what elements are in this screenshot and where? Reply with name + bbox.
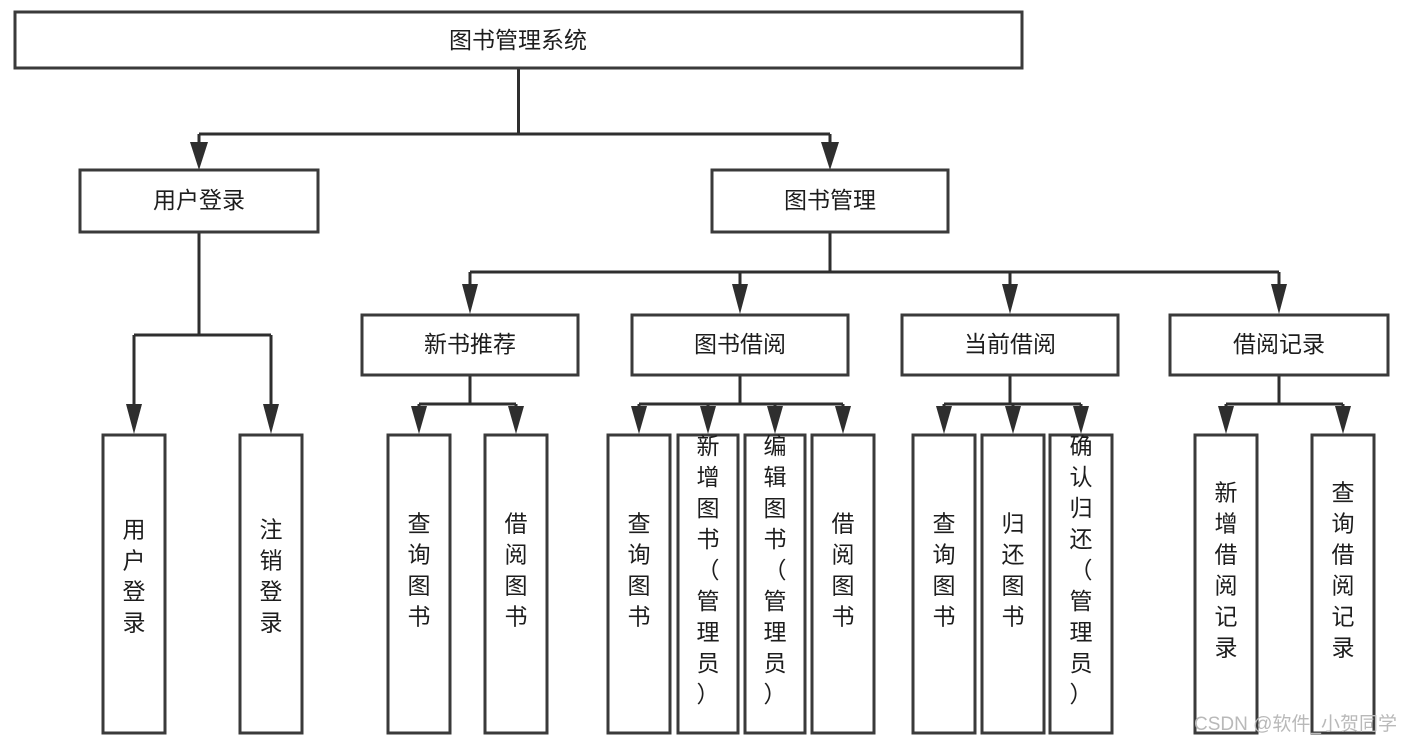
node-leaf-borrow-book-2-label: 借阅图书 [832, 511, 855, 630]
node-leaf-logout-box[interactable] [238, 433, 304, 735]
arrowhead-current-borrow [1002, 284, 1018, 314]
leaf-nodes-layer: 用户登录 注销登录 查询图书 借阅图书 查询图书 新增图书（管理员） 编辑图书（… [101, 433, 1376, 735]
node-leaf-confirm-return-box[interactable] [1048, 433, 1114, 735]
arrowhead-leaf-query-book-2 [631, 406, 647, 434]
arrowhead-leaf-add-book [700, 406, 716, 434]
node-leaf-query-book-1-label: 查询图书 [408, 511, 431, 630]
node-leaf-return-book-label: 归还图书 [1002, 511, 1025, 630]
node-leaf-logout-label: 注销登录 [260, 517, 283, 636]
arrowhead-leaf-borrow-book-1 [508, 406, 524, 434]
node-leaf-borrow-book-1-box[interactable] [483, 433, 549, 735]
node-leaf-edit-book-label: 编辑图书（管理员） [764, 433, 787, 707]
node-leaf-user-login[interactable]: 用户登录 [101, 433, 167, 735]
node-leaf-borrow-book-2[interactable]: 借阅图书 [810, 433, 876, 735]
node-leaf-borrow-book-2-box[interactable] [810, 433, 876, 735]
node-leaf-user-login-box[interactable] [101, 433, 167, 735]
node-leaf-query-book-3-box[interactable] [911, 433, 977, 735]
node-leaf-return-book-box[interactable] [980, 433, 1046, 735]
node-leaf-query-book-2[interactable]: 查询图书 [606, 433, 672, 735]
node-borrow-record-box[interactable] [1168, 313, 1390, 377]
node-leaf-query-book-2-box[interactable] [606, 433, 672, 735]
node-leaf-add-record-box[interactable] [1193, 433, 1259, 735]
node-leaf-add-book-label: 新增图书（管理员） [697, 433, 720, 707]
node-root[interactable]: 图书管理系统 [13, 10, 1024, 70]
node-leaf-query-record-box[interactable] [1310, 433, 1376, 735]
node-new-book-recommend[interactable]: 新书推荐 [360, 313, 580, 377]
node-leaf-confirm-return[interactable]: 确认归还（管理员） [1048, 433, 1114, 735]
arrowhead-leaf-borrow-book-2 [835, 406, 851, 434]
arrowhead-leaf-confirm-return [1073, 406, 1089, 434]
arrowhead-leaf-query-book-1 [411, 406, 427, 434]
node-leaf-borrow-book-1[interactable]: 借阅图书 [483, 433, 549, 735]
node-book-borrow-box[interactable] [630, 313, 850, 377]
node-user-login-label: 用户登录 [153, 187, 245, 213]
node-borrow-record[interactable]: 借阅记录 [1168, 313, 1390, 377]
node-book-management-box[interactable] [710, 168, 950, 234]
node-leaf-query-book-3-label: 查询图书 [933, 511, 956, 630]
node-book-borrow[interactable]: 图书借阅 [630, 313, 850, 377]
node-leaf-return-book[interactable]: 归还图书 [980, 433, 1046, 735]
node-leaf-edit-book[interactable]: 编辑图书（管理员） [743, 433, 807, 735]
node-leaf-add-record[interactable]: 新增借阅记录 [1193, 433, 1259, 735]
arrowhead-new-book-recommend [462, 284, 478, 314]
node-leaf-query-book-2-label: 查询图书 [628, 511, 651, 630]
arrowhead-book-borrow [732, 284, 748, 314]
node-book-management[interactable]: 图书管理 [710, 168, 950, 234]
node-leaf-logout[interactable]: 注销登录 [238, 433, 304, 735]
arrowhead-leaf-return-book [1005, 406, 1021, 434]
node-new-book-recommend-label: 新书推荐 [424, 331, 516, 357]
node-leaf-add-book[interactable]: 新增图书（管理员） [676, 433, 740, 735]
node-leaf-add-book-box[interactable] [676, 433, 740, 735]
arrowhead-leaf-edit-book [767, 406, 783, 434]
node-leaf-query-book-1-box[interactable] [386, 433, 452, 735]
node-user-login-box[interactable] [78, 168, 320, 234]
arrowhead-leaf-add-record [1218, 406, 1234, 434]
node-book-management-label: 图书管理 [784, 187, 876, 213]
node-leaf-query-record-label: 查询借阅记录 [1332, 480, 1355, 661]
node-borrow-record-label: 借阅记录 [1233, 331, 1325, 357]
connector-layer [126, 68, 1351, 434]
arrowhead-book-management [821, 142, 839, 170]
node-root-box[interactable] [13, 10, 1024, 70]
arrowhead-leaf-user-login [126, 404, 142, 434]
node-leaf-query-record[interactable]: 查询借阅记录 [1310, 433, 1376, 735]
watermark-text: CSDN @软件_小贺同学 [1194, 713, 1397, 735]
arrowhead-leaf-query-record [1335, 406, 1351, 434]
node-leaf-query-book-1[interactable]: 查询图书 [386, 433, 452, 735]
node-current-borrow-label: 当前借阅 [964, 331, 1056, 357]
node-root-label: 图书管理系统 [449, 27, 587, 53]
arrowhead-leaf-query-book-3 [936, 406, 952, 434]
arrowhead-user-login [190, 142, 208, 170]
node-leaf-borrow-book-1-label: 借阅图书 [505, 511, 528, 630]
node-user-login[interactable]: 用户登录 [78, 168, 320, 234]
node-leaf-user-login-label: 用户登录 [123, 517, 146, 636]
arrowhead-leaf-logout [263, 404, 279, 434]
node-new-book-recommend-box[interactable] [360, 313, 580, 377]
node-leaf-add-record-label: 新增借阅记录 [1215, 480, 1238, 661]
node-leaf-query-book-3[interactable]: 查询图书 [911, 433, 977, 735]
node-current-borrow-box[interactable] [900, 313, 1120, 377]
arrowhead-borrow-record [1271, 284, 1287, 314]
node-leaf-edit-book-box[interactable] [743, 433, 807, 735]
node-current-borrow[interactable]: 当前借阅 [900, 313, 1120, 377]
node-book-borrow-label: 图书借阅 [694, 331, 786, 357]
node-leaf-confirm-return-label: 确认归还（管理员） [1070, 433, 1093, 707]
